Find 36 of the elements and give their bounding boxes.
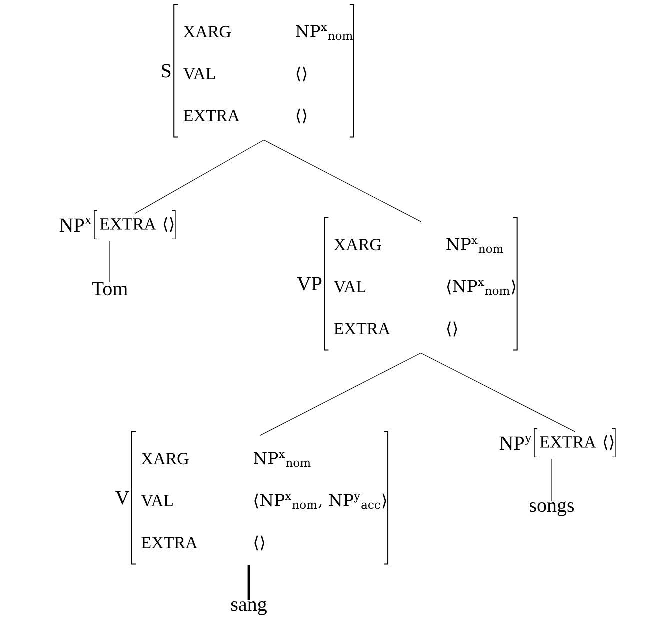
node-label: VAL (334, 281, 366, 293)
node-label: VAL (141, 495, 173, 507)
node-label: ⟨NP$^{x}$$_{nom}$, NP$^{y}$$_{acc}$⟩ (254, 494, 386, 510)
node-label: EXTRA (334, 323, 390, 334)
node-label: XARG (184, 26, 231, 38)
node-label: NP$^{x}$nom (296, 25, 353, 40)
node-label: ⟨⟩ (447, 322, 458, 337)
category-label: NP$^{y}$ (500, 436, 532, 450)
tree-branch (134, 140, 264, 214)
node-label: ⟨⟩ (296, 66, 307, 82)
category-label: V (116, 491, 130, 505)
tree-branch (260, 352, 422, 436)
category-label: NP$^{x}$ (60, 218, 92, 232)
tree-branch (264, 140, 422, 222)
node-label: VAL (183, 68, 216, 80)
word-label: songs (530, 502, 574, 516)
feature-bracket: EXTRA ⟨⟩ (534, 428, 616, 458)
node-label: NP$^{x}$nom (446, 238, 504, 254)
node-label: EXTRA (184, 110, 240, 122)
node-label: ⟨⟩ (254, 536, 265, 551)
feature-bracket: EXTRA ⟨⟩ (94, 210, 176, 240)
word-label: Tom (92, 282, 128, 296)
word-label: sang (232, 600, 267, 616)
node-label: XARG (334, 239, 382, 251)
node-label: ⟨NP$^{x}$$_{nom}$⟩ (447, 280, 516, 296)
node-label: NP$^{x}$nom (254, 452, 311, 468)
node-label: EXTRA (142, 537, 198, 548)
node-label: XARG (142, 453, 189, 465)
feature-matrix: XARG NP$^{x}$nom VAL ⟨⟩ EXTRA ⟨⟩ (174, 4, 354, 138)
category-label: VP (297, 277, 322, 291)
feature-matrix: XARG NP$^{x}$nom VAL ⟨NP$^{x}$$_{nom}$⟩ EXTRA ⟨⟩ (324, 217, 518, 351)
category-label: S (162, 64, 171, 78)
node-label: ⟨⟩ (296, 108, 307, 124)
feature-matrix: XARG NP$^{x}$nom VAL ⟨NP$^{x}$$_{nom}$, NP$^{y}$$_{acc}$⟩ EXTRA ⟨⟩ (131, 431, 389, 565)
tree-branch (248, 565, 250, 601)
tree-branch (420, 352, 576, 432)
